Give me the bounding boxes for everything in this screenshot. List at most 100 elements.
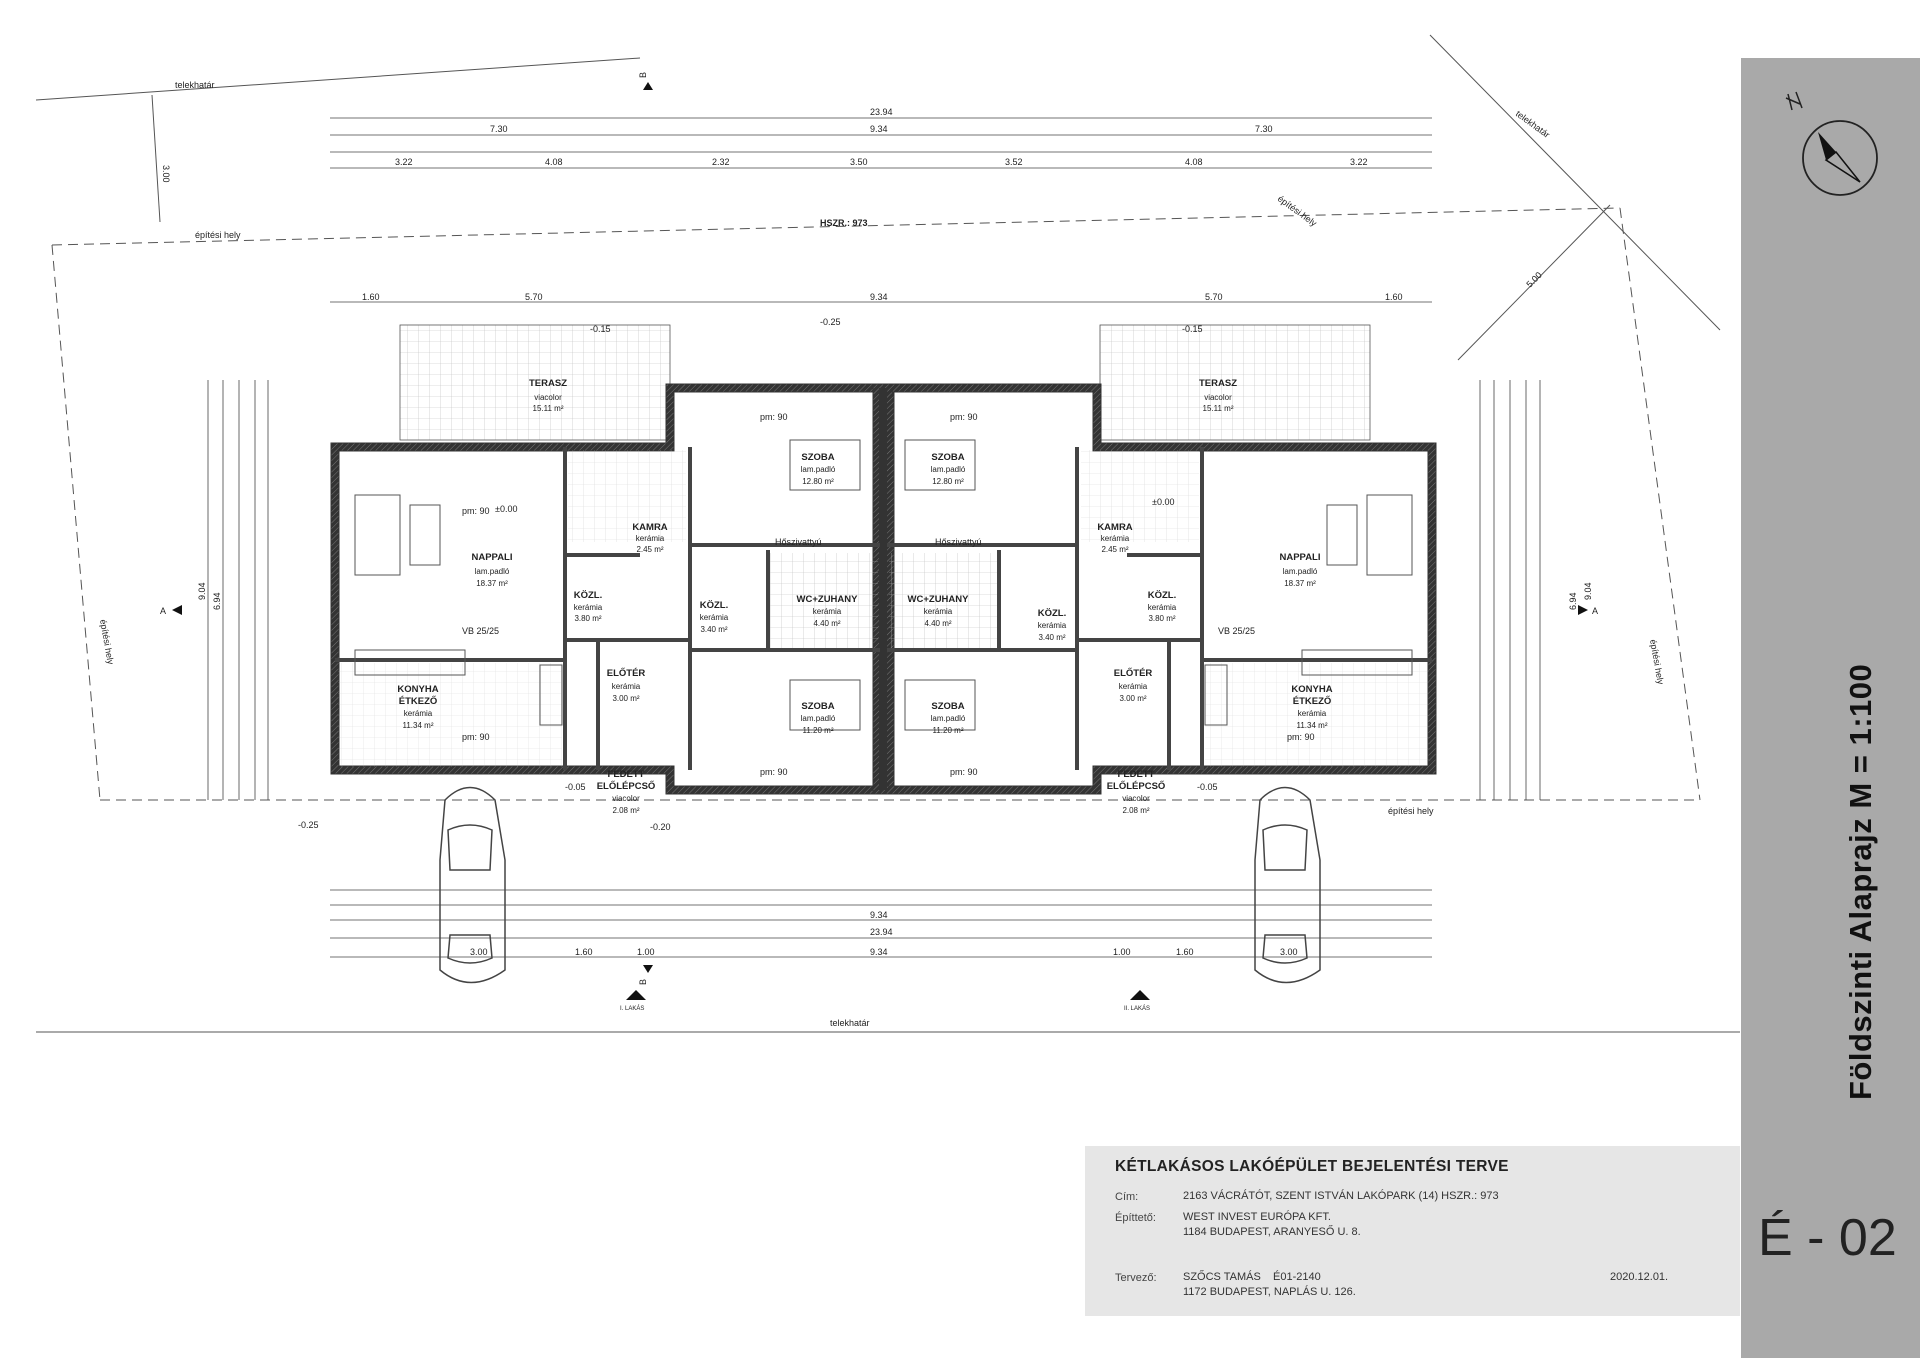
svg-text:15.11 m²: 15.11 m² xyxy=(1203,404,1234,413)
svg-text:KAMRA: KAMRA xyxy=(1097,522,1132,533)
level-top-left: -0.15 xyxy=(590,324,611,334)
svg-text:KÖZL.: KÖZL. xyxy=(1038,608,1067,619)
svg-text:4.40 m²: 4.40 m² xyxy=(813,619,840,628)
sill-mid-2: pm: 90 xyxy=(950,412,978,422)
room-kamra-right: KAMRA kerámia 2.45 m² xyxy=(1097,522,1132,554)
level-top-right: -0.15 xyxy=(1182,324,1203,334)
setback-left: 3.00 xyxy=(161,165,171,183)
section-b-top: B xyxy=(638,72,648,78)
drawing-date: 2020.12.01. xyxy=(1610,1271,1669,1283)
svg-text:lam.padló: lam.padló xyxy=(1283,567,1318,576)
designer-address: 1172 BUDAPEST, NAPLÁS U. 126. xyxy=(1183,1286,1356,1298)
svg-text:11.34 m²: 11.34 m² xyxy=(1297,721,1328,730)
svg-text:ELŐLÉPCSŐ: ELŐLÉPCSŐ xyxy=(1107,780,1166,792)
buildable-label-right: építési hely xyxy=(1648,639,1666,686)
svg-text:KONYHA: KONYHA xyxy=(1291,684,1332,695)
designer-label: Tervező: xyxy=(1115,1272,1157,1284)
parking-dim-1: 3.00 xyxy=(470,947,488,957)
svg-text:ÉTKEZŐ: ÉTKEZŐ xyxy=(399,695,438,707)
top-dim-right: 7.30 xyxy=(1255,124,1273,134)
svg-text:3.00 m²: 3.00 m² xyxy=(612,694,639,703)
title-block: KÉTLAKÁSOS LAKÓÉPÜLET BEJELENTÉSI TERVE … xyxy=(1085,1146,1740,1316)
svg-text:SZOBA: SZOBA xyxy=(801,701,834,712)
top-dim-c7: 3.22 xyxy=(1350,157,1368,167)
furniture xyxy=(354,439,1413,731)
svg-text:lam.padló: lam.padló xyxy=(475,567,510,576)
svg-text:WC+ZUHANY: WC+ZUHANY xyxy=(908,594,970,605)
heat-pump-left: Hőszivattyú xyxy=(775,537,822,547)
side-dimensions xyxy=(207,380,1541,800)
parking-dim-5: 1.00 xyxy=(1113,947,1131,957)
svg-text:NAPPALI: NAPPALI xyxy=(472,552,513,563)
svg-text:SZOBA: SZOBA xyxy=(931,701,964,712)
terrace-dim-3: 9.34 xyxy=(870,292,888,302)
svg-text:3.40 m²: 3.40 m² xyxy=(1038,633,1065,642)
terrace-dim-4: 5.70 xyxy=(1205,292,1223,302)
top-dim-c4: 3.50 xyxy=(850,157,868,167)
room-fedett-right: FEDETT ELŐLÉPCSŐ viacolor 2.08 m² xyxy=(1107,769,1166,815)
boundary-label-top: telekhatár xyxy=(175,80,215,90)
svg-text:3.80 m²: 3.80 m² xyxy=(1148,614,1175,623)
svg-text:NAPPALI: NAPPALI xyxy=(1280,552,1321,563)
section-a-right: A xyxy=(1592,606,1598,616)
room-terasz-right: TERASZ viacolor 15.11 m² xyxy=(1199,378,1237,413)
svg-text:lam.padló: lam.padló xyxy=(931,714,966,723)
parking-dim-4: 9.34 xyxy=(870,947,888,957)
level-bottom-left: -0.25 xyxy=(298,820,319,830)
room-eloter-left: ELŐTÉR kerámia 3.00 m² xyxy=(607,667,646,703)
heat-pump-right: Hőszivattyú xyxy=(935,537,982,547)
svg-text:2.08 m²: 2.08 m² xyxy=(612,806,639,815)
svg-text:2.45 m²: 2.45 m² xyxy=(636,545,663,554)
room-kozl1-right: KÖZL. kerámia 3.80 m² xyxy=(1148,590,1177,623)
svg-text:kerámia: kerámia xyxy=(1119,682,1148,691)
address-value: 2163 VÁCRÁTÓT, SZENT ISTVÁN LAKÓPARK (14… xyxy=(1183,1190,1499,1202)
room-szoba2-left: SZOBA lam.padló 11.20 m² xyxy=(801,701,836,735)
svg-text:FEDETT: FEDETT xyxy=(1118,769,1155,780)
top-dim-total: 23.94 xyxy=(870,107,893,117)
level-step-mid: -0.20 xyxy=(650,822,671,832)
sill-left-2: pm: 90 xyxy=(462,732,490,742)
terrace-dim-2: 5.70 xyxy=(525,292,543,302)
svg-text:WC+ZUHANY: WC+ZUHANY xyxy=(797,594,859,605)
top-dim-left: 7.30 xyxy=(490,124,508,134)
svg-text:kerámia: kerámia xyxy=(574,603,603,612)
section-a-left: A xyxy=(160,606,166,616)
top-dim-c5: 3.52 xyxy=(1005,157,1023,167)
svg-text:ELŐTÉR: ELŐTÉR xyxy=(1114,667,1153,679)
svg-text:15.11 m²: 15.11 m² xyxy=(533,404,564,413)
side-dim-right-1: 9.04 xyxy=(1583,582,1593,600)
project-title: KÉTLAKÁSOS LAKÓÉPÜLET BEJELENTÉSI TERVE xyxy=(1115,1158,1509,1175)
svg-text:kerámia: kerámia xyxy=(636,534,665,543)
side-dim-right-2: 6.94 xyxy=(1568,592,1578,610)
terrace-dim-5: 1.60 xyxy=(1385,292,1403,302)
room-kozl1-left: KÖZL. kerámia 3.80 m² xyxy=(574,590,603,623)
room-konyha-right: KONYHA ÉTKEZŐ kerámia 11.34 m² xyxy=(1291,684,1332,730)
level-step-left: -0.05 xyxy=(565,782,586,792)
svg-text:11.20 m²: 11.20 m² xyxy=(803,726,834,735)
svg-text:FEDETT: FEDETT xyxy=(608,769,645,780)
svg-text:2.08 m²: 2.08 m² xyxy=(1122,806,1149,815)
buildable-area xyxy=(51,207,1701,801)
svg-text:viacolor: viacolor xyxy=(534,393,562,402)
bottom-dim-row3: 9.34 xyxy=(870,910,888,920)
svg-text:SZOBA: SZOBA xyxy=(931,452,964,463)
car-right xyxy=(1254,786,1321,984)
sheet-code: É - 02 xyxy=(1758,1209,1897,1267)
bottom-dim-total: 23.94 xyxy=(870,927,893,937)
beam-left: VB 25/25 xyxy=(462,626,499,636)
svg-text:KONYHA: KONYHA xyxy=(397,684,438,695)
svg-text:12.80 m²: 12.80 m² xyxy=(802,477,834,486)
room-wc-left: WC+ZUHANY kerámia 4.40 m² xyxy=(797,594,859,628)
boundary-label-right: telekhatár xyxy=(1514,109,1552,140)
buildable-label-right-diag: építési hely xyxy=(1276,194,1319,229)
svg-text:TERASZ: TERASZ xyxy=(1199,378,1237,389)
level-living-right: ±0.00 xyxy=(1152,497,1174,507)
svg-text:18.37 m²: 18.37 m² xyxy=(476,579,508,588)
svg-text:18.37 m²: 18.37 m² xyxy=(1284,579,1316,588)
sill-right-2: pm: 90 xyxy=(1287,732,1315,742)
unit-label-2: II. LAKÁS xyxy=(1124,1005,1150,1012)
setback-line xyxy=(1457,204,1611,361)
designer-name: SZŐCS TAMÁS xyxy=(1183,1271,1261,1283)
room-kozl2-right: KÖZL. kerámia 3.40 m² xyxy=(1038,608,1067,642)
svg-text:viacolor: viacolor xyxy=(1204,393,1232,402)
